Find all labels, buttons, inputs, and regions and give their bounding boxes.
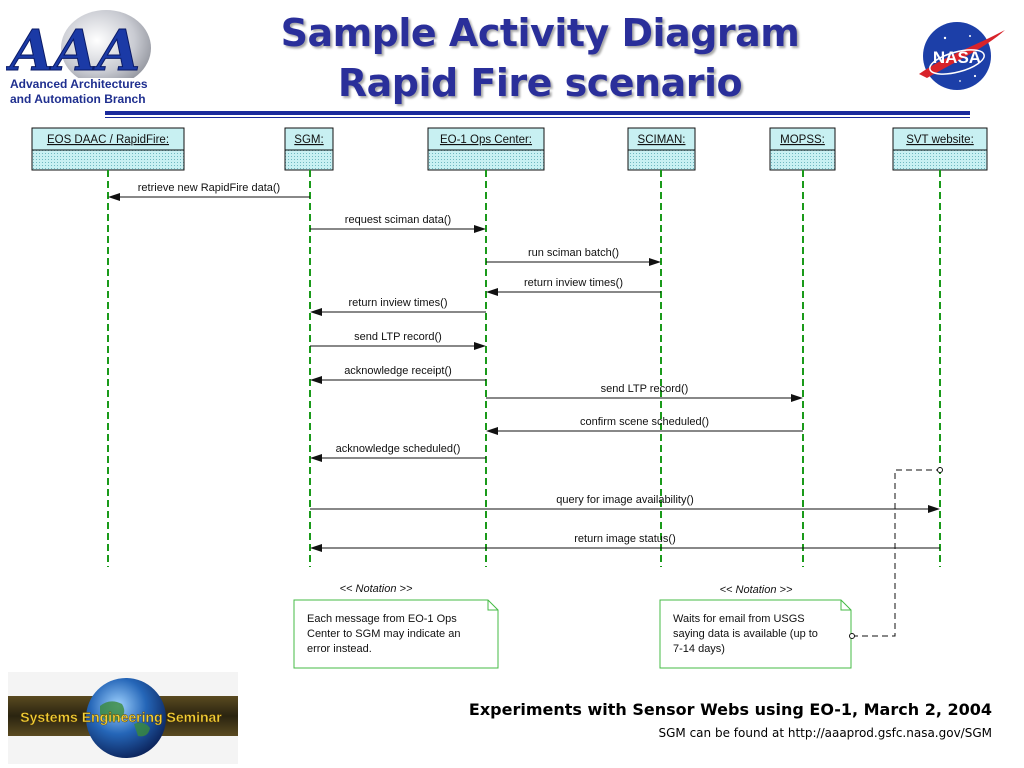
title-line-1: Sample Activity Diagram (280, 11, 800, 55)
lifeline-0: EOS DAAC / RapidFire: (31, 127, 185, 567)
notation-note-0: << Notation >> Each message from EO-1 Ops… (293, 583, 499, 669)
lifeline-1: SGM: (284, 127, 334, 567)
arrowhead-icon (474, 225, 486, 233)
aaa-logo-letters: AAA (6, 18, 140, 78)
note-line: Center to SGM may indicate an (307, 628, 460, 640)
notation-title: << Notation >> (720, 584, 793, 596)
message-3: return inview times() (486, 277, 661, 296)
lifeline-label: EOS DAAC / RapidFire: (47, 134, 169, 146)
message-11: return image status() (310, 533, 940, 552)
message-label: acknowledge receipt() (344, 365, 452, 377)
slide-title: Sample Activity Diagram Rapid Fire scena… (240, 8, 840, 108)
notation-note-1: << Notation >> Waits for email from USGS s… (659, 584, 852, 669)
anchor-dot (849, 633, 855, 639)
note-connector (849, 467, 943, 639)
message-5: send LTP record() (310, 331, 486, 350)
note-fold (487, 600, 498, 611)
systems-engineering-seminar-banner: Systems Engineering Seminar (8, 672, 238, 764)
nasa-logo-text: NASA (933, 48, 981, 67)
message-label: send LTP record() (354, 331, 442, 343)
lifeline-header-compartment (427, 149, 545, 171)
lifeline-5: SVT website: (892, 127, 988, 567)
aaa-logo: AAA (6, 10, 151, 78)
arrowhead-icon (310, 544, 322, 552)
lifeline-4: MOPSS: (769, 127, 836, 567)
message-8: confirm scene scheduled() (486, 416, 803, 435)
notation-title: << Notation >> (340, 583, 413, 595)
lifeline-label: SVT website: (906, 134, 974, 146)
message-2: run sciman batch() (486, 247, 661, 266)
note-box (659, 599, 852, 669)
nasa-logo: NASA (919, 22, 1005, 90)
note-anchor-line (852, 469, 940, 637)
lifeline-label: EO-1 Ops Center: (440, 134, 532, 146)
message-4: return inview times() (310, 297, 486, 316)
message-label: run sciman batch() (528, 247, 619, 259)
footer-title: Experiments with Sensor Webs using EO-1,… (468, 700, 992, 719)
lifeline-header-compartment (284, 149, 334, 171)
arrowhead-icon (928, 505, 940, 513)
lifeline-header-compartment (627, 149, 696, 171)
message-0: retrieve new RapidFire data() (108, 182, 310, 201)
note-box (293, 599, 499, 669)
lifeline-header-compartment (892, 149, 988, 171)
note-line: saying data is available (up to (673, 628, 818, 640)
message-6: acknowledge receipt() (310, 365, 486, 384)
arrowhead-icon (310, 376, 322, 384)
message-label: return inview times() (348, 297, 447, 309)
lifeline-label: MOPSS: (780, 134, 825, 146)
arrowhead-icon (108, 193, 120, 201)
lifeline-header-compartment (769, 149, 836, 171)
message-9: acknowledge scheduled() (310, 443, 486, 462)
footer-subtitle: SGM can be found at http://aaaprod.gsfc.… (658, 726, 993, 740)
header-rule (105, 111, 970, 115)
lifeline-label: SGM: (294, 134, 323, 146)
branch-caption: Advanced Architectures and Automation Br… (10, 77, 180, 107)
lifeline-2: EO-1 Ops Center: (427, 127, 545, 567)
arrowhead-icon (310, 308, 322, 316)
note-line: 7-14 days) (673, 643, 725, 655)
message-10: query for image availability() (310, 494, 940, 513)
message-label: confirm scene scheduled() (580, 416, 709, 428)
arrowhead-icon (486, 427, 498, 435)
lifeline-label: SCIMAN: (638, 134, 686, 146)
message-label: request sciman data() (345, 214, 451, 226)
arrowhead-icon (649, 258, 661, 266)
note-fold (840, 600, 851, 611)
arrowhead-icon (310, 454, 322, 462)
arrowhead-icon (486, 288, 498, 296)
branch-line-2: and Automation Branch (10, 92, 146, 106)
note-line: Waits for email from USGS (673, 613, 805, 625)
lifeline-3: SCIMAN: (627, 127, 696, 567)
message-label: send LTP record() (601, 383, 689, 395)
message-label: return image status() (574, 533, 675, 545)
note-line: Each message from EO-1 Ops (307, 613, 457, 625)
message-7: send LTP record() (486, 383, 803, 402)
branch-line-1: Advanced Architectures (10, 77, 148, 91)
lifeline-header-compartment (31, 149, 185, 171)
message-1: request sciman data() (310, 214, 486, 233)
arrowhead-icon (791, 394, 803, 402)
note-line: error instead. (307, 643, 372, 655)
seminar-name: Systems Engineering Seminar (20, 709, 222, 725)
arrowhead-icon (474, 342, 486, 350)
title-line-2: Rapid Fire scenario (337, 61, 743, 105)
header-rule-thin (105, 117, 970, 118)
message-label: return inview times() (524, 277, 623, 289)
anchor-dot (937, 467, 943, 473)
message-label: query for image availability() (556, 494, 694, 506)
message-label: acknowledge scheduled() (336, 443, 461, 455)
message-label: retrieve new RapidFire data() (138, 182, 280, 194)
